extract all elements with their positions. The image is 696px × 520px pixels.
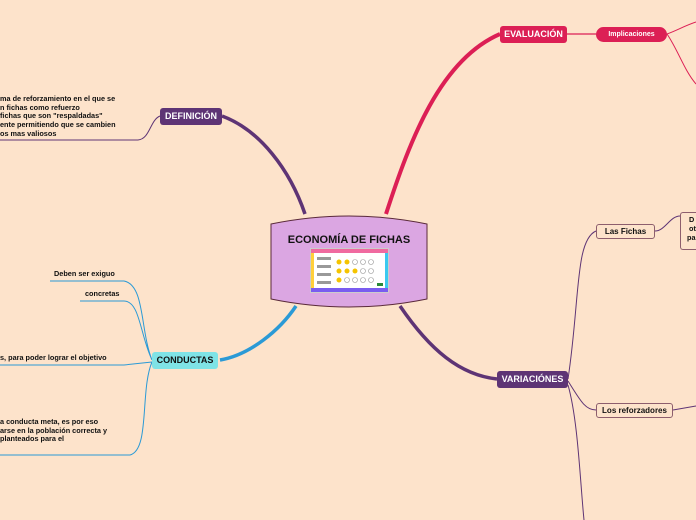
definicion-text: ma de reforzamiento en el que se n ficha… [0, 94, 116, 139]
link-reforzadores-out [672, 405, 696, 411]
node-implicaciones[interactable]: Implicaciones [596, 27, 667, 42]
link-fichas-out [654, 215, 681, 232]
link-variaciones-items [567, 230, 597, 520]
branch-conductas[interactable]: CONDUCTAS [152, 352, 218, 369]
node-los-reforzadores[interactable]: Los reforzadores [596, 403, 673, 418]
conductas-line: arse en la población correcta y [0, 425, 108, 435]
central-node[interactable]: ECONOMÍA DE FICHAS [270, 214, 428, 309]
link-conductas [219, 305, 298, 362]
fichas-detail-line: pa [687, 233, 696, 242]
link-definicion-text [0, 115, 161, 141]
link-variaciones [398, 305, 498, 381]
fichas-detail-line: ot [689, 224, 696, 233]
branch-definicion[interactable]: DEFINICIÓN [160, 108, 222, 125]
central-title: ECONOMÍA DE FICHAS [287, 234, 411, 246]
definicion-line: n fichas como refuerzo [0, 102, 80, 112]
fichas-detail-line: D [689, 215, 695, 224]
definicion-line: fichas que son "respaldadas" [0, 111, 103, 121]
link-evaluacion [384, 32, 501, 215]
conductas-item: Deben ser exiguo [54, 269, 115, 278]
link-implicaciones-out [666, 21, 696, 85]
conductas-text: a conducta meta, es por eso arse en la p… [0, 417, 108, 444]
token-chart-image [310, 248, 389, 293]
branch-variaciones[interactable]: VARIACIÓNES [497, 371, 568, 388]
definicion-line: os mas valiosos [0, 128, 57, 138]
branch-evaluacion[interactable]: EVALUACIÓN [500, 26, 567, 43]
conductas-item: concretas [85, 289, 120, 298]
conductas-item: s, para poder lograr el objetivo [0, 353, 107, 362]
conductas-line: planteados para el [0, 434, 65, 444]
definicion-line: ente permitiendo que se cambien [0, 120, 116, 130]
node-las-fichas[interactable]: Las Fichas [596, 224, 655, 239]
conductas-line: a conducta meta, es por eso [0, 417, 99, 426]
definicion-line: ma de reforzamiento en el que se [0, 94, 116, 103]
link-conductas-items [0, 280, 153, 456]
node-fichas-detail[interactable]: D ot pa [680, 212, 696, 250]
link-definicion [221, 114, 307, 215]
